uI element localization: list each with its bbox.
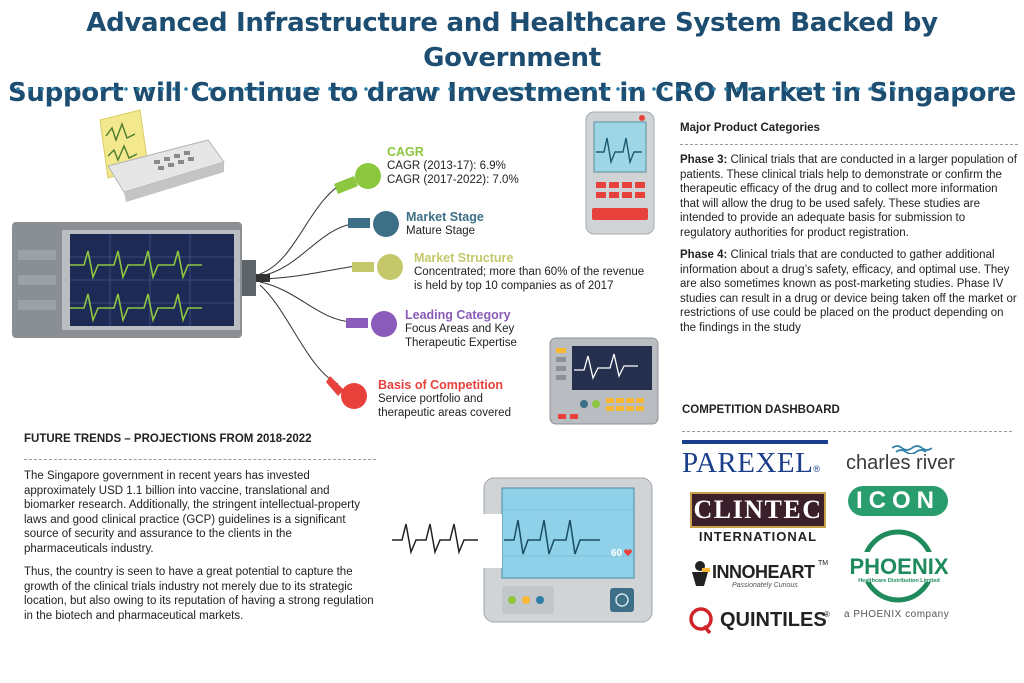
cagr-heading: CAGR	[387, 145, 424, 159]
phoenix-logo: PHOENIX Healthcare Distribution Limited	[840, 528, 958, 604]
basis-competition-line-2: therapeutic areas covered	[378, 407, 511, 419]
section-divider	[682, 431, 1012, 432]
major-categories-panel: Major Product Categories Phase 3: Clinic…	[680, 122, 1018, 343]
cagr-probe-icon	[334, 163, 381, 194]
connector-cables	[259, 179, 357, 385]
phoenix-ring-icon	[840, 529, 958, 603]
market-structure-heading: Market Structure	[414, 251, 514, 265]
icon-logo: ICON	[848, 486, 948, 516]
clintec-subtitle: INTERNATIONAL	[698, 529, 818, 544]
cagr-block: CAGR CAGR (2013-17): 6.9% CAGR (2017-202…	[387, 145, 519, 187]
handheld-monitor-icon	[585, 111, 655, 235]
phase-3-paragraph: Phase 3: Clinical trials that are conduc…	[680, 153, 1018, 240]
phase-4-text: Clinical trials that are conducted to ga…	[680, 249, 1017, 334]
section-divider	[24, 459, 376, 460]
cagr-line-1: CAGR (2013-17): 6.9%	[387, 160, 506, 172]
monitor-reading: 60	[611, 548, 623, 559]
phase-4-paragraph: Phase 4: Clinical trials that are conduc…	[680, 248, 1018, 335]
future-paragraph-2: Thus, the country is seen to have a grea…	[24, 566, 374, 622]
basis-competition-probe-icon	[326, 376, 367, 409]
phase-3-label: Phase 3:	[680, 154, 728, 166]
basis-competition-heading: Basis of Competition	[378, 378, 504, 392]
charles-river-wave-icon	[892, 445, 932, 454]
future-trends-title: FUTURE TRENDS – PROJECTIONS FROM 2018-20…	[24, 433, 312, 445]
major-categories-title: Major Product Categories	[680, 122, 820, 134]
competition-title: COMPETITION DASHBOARD	[682, 404, 840, 416]
parexel-logo: PAREXEL®	[682, 440, 828, 480]
innoheart-figure-icon	[692, 561, 710, 586]
title-line-1: Advanced Infrastructure and Healthcare S…	[86, 8, 938, 73]
leading-category-probe-icon	[346, 311, 397, 337]
dotted-divider	[12, 86, 1012, 92]
leading-category-block: Leading Category Focus Areas and Key The…	[405, 308, 517, 350]
future-trends-body: The Singapore government in recent years…	[24, 469, 376, 632]
market-stage-probe-icon	[348, 211, 399, 237]
leading-category-heading: Leading Category	[405, 308, 511, 322]
phase-3-text: Clinical trials that are conducted in a …	[680, 154, 1017, 239]
market-structure-probe-icon	[352, 254, 403, 280]
market-structure-block: Market Structure Concentrated; more than…	[414, 251, 644, 293]
leading-category-line-2: Therapeutic Expertise	[405, 337, 517, 349]
page-title: Advanced Infrastructure and Healthcare S…	[0, 6, 1024, 111]
vital-signs-monitor-icon	[549, 337, 659, 425]
title-line-2: Support will Continue to draw Investment…	[8, 78, 1016, 108]
clintec-logo: CLINTEC	[690, 492, 826, 528]
ecg-machine-icon	[99, 109, 225, 202]
market-stage-block: Market Stage Mature Stage	[406, 210, 484, 238]
tablet-monitor-icon	[384, 477, 653, 623]
market-stage-value: Mature Stage	[406, 225, 476, 237]
charles-river-logo: charles river	[846, 444, 955, 475]
market-structure-line-1: Concentrated; more than 60% of the reven…	[414, 266, 645, 278]
phase-4-label: Phase 4:	[680, 249, 728, 261]
market-structure-line-2: is held by top 10 companies as of 2017	[414, 280, 614, 292]
leading-category-line-1: Focus Areas and Key	[405, 323, 515, 335]
market-stage-heading: Market Stage	[406, 210, 484, 224]
future-paragraph-1: The Singapore government in recent years…	[24, 470, 361, 555]
phoenix-company-caption: a PHOENIX company	[844, 609, 950, 620]
ecg-monitor-icon	[12, 222, 270, 338]
basis-competition-block: Basis of Competition Service portfolio a…	[378, 378, 511, 420]
basis-competition-line-1: Service portfolio and	[378, 393, 483, 405]
section-divider	[680, 144, 1018, 145]
quintiles-q-icon	[689, 607, 713, 634]
cagr-line-2: CAGR (2017-2022): 7.0%	[387, 174, 519, 186]
